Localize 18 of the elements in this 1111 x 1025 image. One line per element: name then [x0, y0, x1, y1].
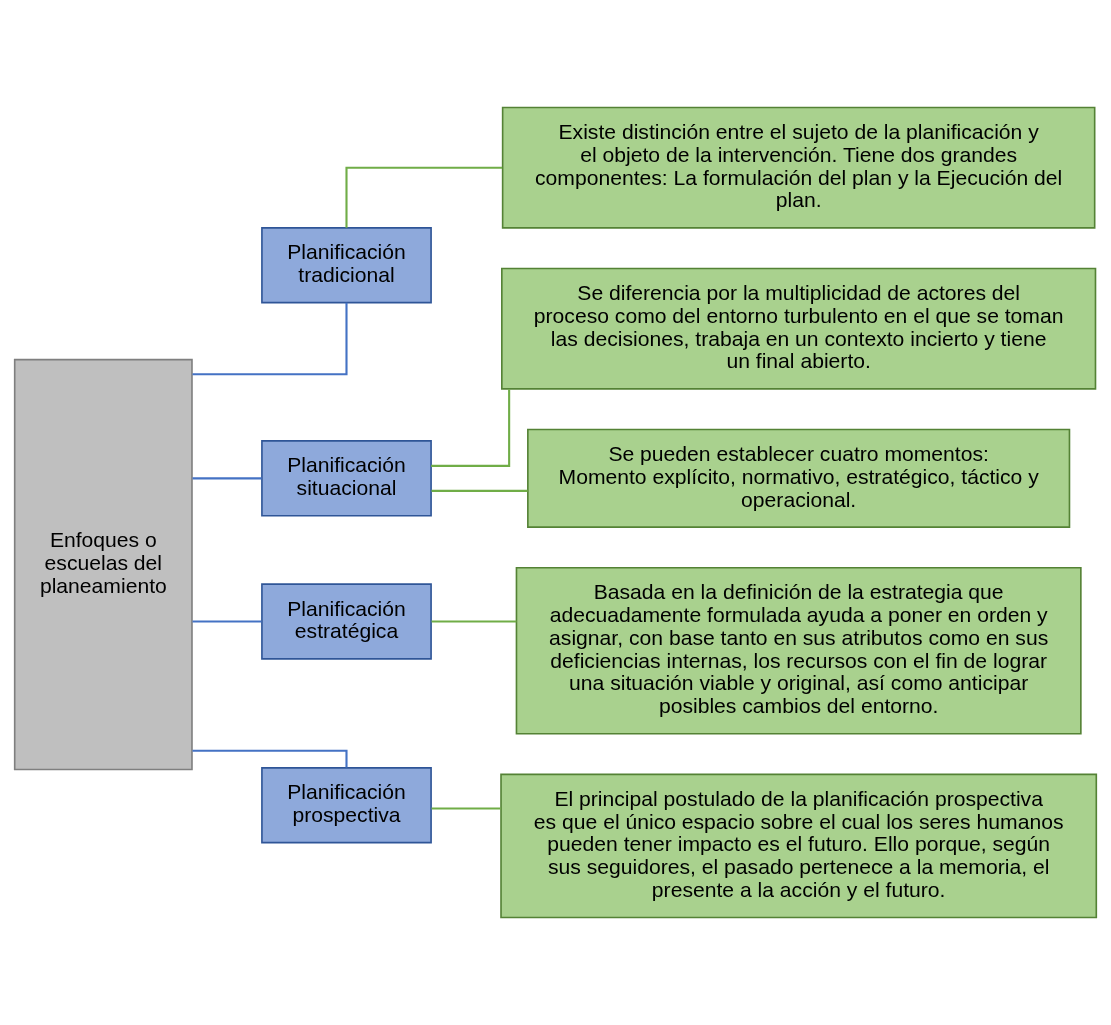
node-box: Se pueden establecer cuatro momentos: Momento explícito, normativo, estratégico, táctico y operacional. — [527, 428, 1071, 528]
node-box: Planificación prospectiva — [261, 767, 432, 844]
node-box: Planificación situacional — [261, 440, 432, 517]
node-box: Planificación tradicional — [261, 227, 432, 304]
node-box: Se diferencia por la multiplicidad de actores del proceso como del entorno turbulento en el que se toman las decisiones, trabaja en un contexto incierto y tiene un final abierto. — [501, 267, 1097, 390]
connector — [192, 620, 262, 623]
node-box: El principal postulado de la planificación prospectiva es que el único espacio sobre el cual los seres humanos pueden tener impacto es el futuro. Ello porque, según sus seguidores, el pasado pertenece a la memoria, el presente a la acción y el futuro. — [500, 773, 1098, 919]
connector — [431, 620, 517, 623]
connector — [431, 489, 528, 492]
connector — [192, 477, 262, 480]
connector — [192, 302, 348, 376]
node-box: Enfoques o escuelas del planeamiento — [13, 358, 193, 771]
node-box: Existe distinción entre el sujeto de la planificación y el objeto de la intervención. Tiene dos grandes componentes: La formulación del plan y la Ejecución del plan. — [501, 106, 1096, 229]
connector — [431, 807, 501, 810]
connector — [431, 389, 511, 467]
node-box: Planificación estratégica — [261, 583, 432, 660]
node-box: Basada en la definición de la estrategia que adecuadamente formulada ayuda a poner en orden y asignar, con base tanto en sus atributos como en sus deficiencias internas, los recursos con el fin de lograr una situación viable y original, así como anticipar posibles cambios del entorno. — [515, 567, 1082, 735]
connector — [345, 166, 503, 228]
